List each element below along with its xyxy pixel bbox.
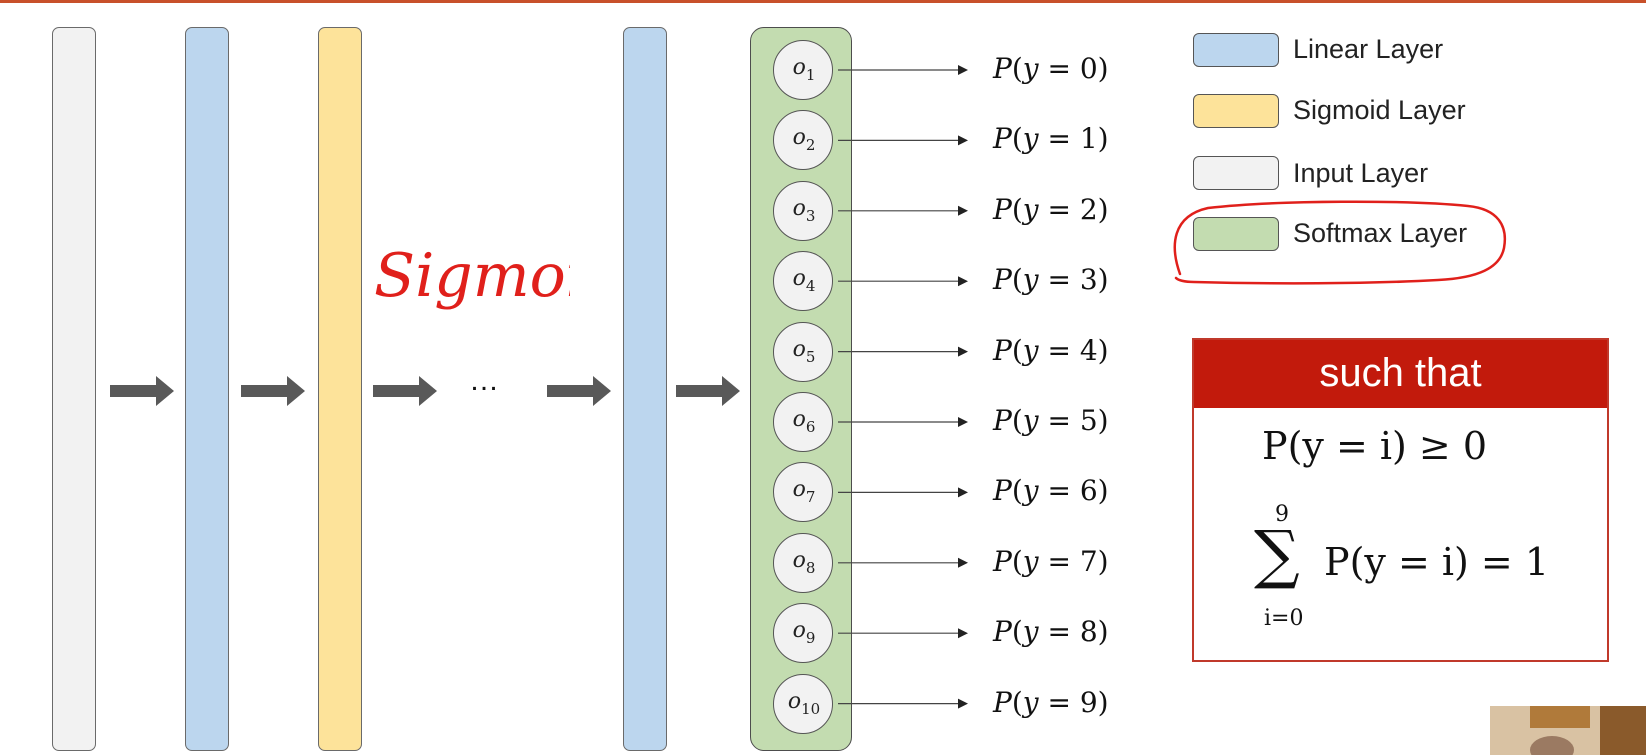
connector-arrowhead [958,698,968,709]
output-probability-6: P(y = 6) [993,474,1109,508]
neuron-3: o3 [773,180,833,241]
neuron-2: o2 [773,110,833,171]
top-rule [0,0,1646,3]
neuron-6: o6 [773,392,833,452]
neuron-label: o5 [792,336,816,366]
output-probability-4: P(y = 4) [993,333,1109,367]
output-probability-7: P(y = 7) [993,544,1109,578]
legend-swatch-linear [1193,33,1279,67]
handwritten-highlight-loop [1173,200,1507,285]
neuron-5: o5 [773,321,833,382]
ellipsis: … [469,364,499,397]
neuron-4: o4 [773,251,833,312]
neuron-label: o3 [792,195,816,225]
legend-label-input: Input Layer [1293,158,1429,188]
output-probability-2: P(y = 2) [993,192,1109,226]
input-layer-column [52,27,96,751]
neuron-10: o10 [773,673,833,734]
output-probability-5: P(y = 5) [993,404,1109,437]
neuron-8: o8 [773,532,833,593]
nonnegative-constraint: P(y = i) ≥ 0 [1262,424,1488,468]
flow-arrow-5 [676,376,740,406]
flow-arrow-2 [241,376,305,406]
legend-label-sigmoid: Sigmoid Layer [1293,95,1466,125]
sigmoid-layer-column [318,27,362,751]
flow-arrow-4 [547,376,611,406]
webcam-overlay [1490,706,1646,755]
neuron-label: o8 [792,547,816,577]
neuron-label: o2 [792,125,816,155]
neuron-label: o4 [792,266,816,296]
output-probability-8: P(y = 8) [993,615,1109,649]
neuron-label: o10 [787,688,821,718]
summation-sign: ∑ [1254,518,1300,592]
connector-arrowhead [958,135,968,146]
output-probability-3: P(y = 3) [993,263,1109,297]
neuron-label: o7 [792,477,816,507]
flow-arrow-3 [373,376,437,406]
connector-arrowhead [958,628,968,639]
sum-lower-limit: i=0 [1264,606,1304,631]
connector-arrowhead [958,205,968,216]
connector-arrowhead [958,487,968,498]
output-probability-0: P(y = 0) [993,52,1109,85]
neuron-7: o7 [773,462,833,523]
condition-box-header: such that [1194,340,1607,408]
neuron-1: o1 [773,40,833,100]
legend-swatch-softmax [1193,217,1279,251]
output-probability-9: P(y = 9) [993,685,1109,719]
connector-arrowhead [958,346,968,357]
linear-layer-column-2 [623,27,667,751]
legend-swatch-input [1193,156,1279,190]
output-probability-1: P(y = 1) [993,122,1109,156]
connector-arrowhead [958,276,968,287]
legend-swatch-sigmoid [1193,94,1279,128]
sum-to-one-constraint: P(y = i) = 1 [1324,540,1550,584]
connector-arrowhead [958,65,968,75]
sum-upper-limit: 9 [1275,502,1289,527]
svg-text:Sigmoid: Sigmoid [374,241,570,311]
linear-layer-column-1 [185,27,229,751]
neuron-label: o6 [792,407,816,437]
handwritten-sigmoid-note: Sigmoid [374,241,570,311]
neuron-9: o9 [773,603,833,664]
neuron-label: o1 [792,55,816,85]
connector-arrowhead [958,557,968,568]
flow-arrow-1 [110,376,174,406]
legend-label-linear: Linear Layer [1293,34,1444,64]
legend-label-softmax: Softmax Layer [1293,218,1468,248]
softmax-condition-box: such that P(y = i) ≥ 0 9 ∑ i=0 P(y = i) … [1192,338,1609,662]
connector-arrowhead [958,417,968,427]
neuron-label: o9 [792,618,816,648]
